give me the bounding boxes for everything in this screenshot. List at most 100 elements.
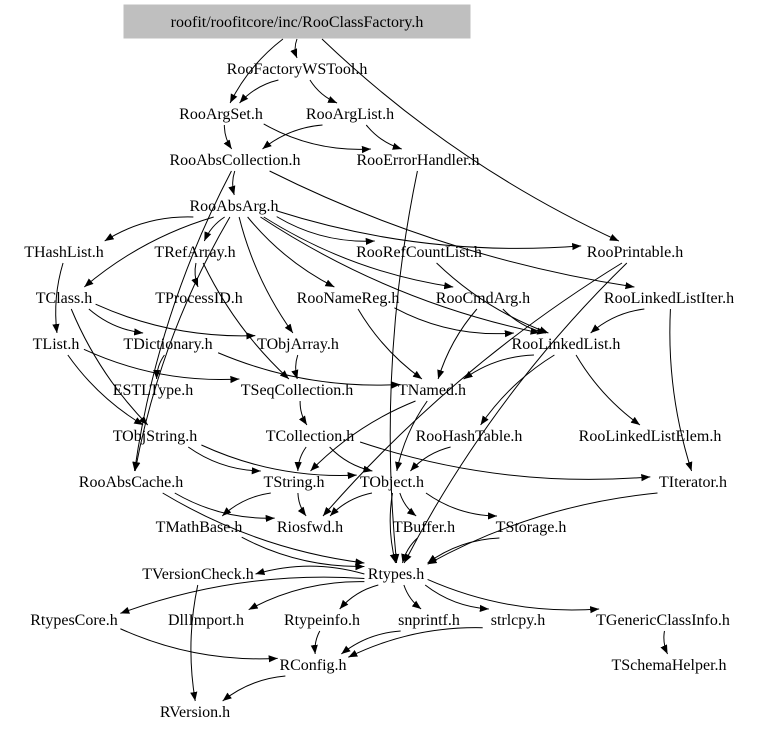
node-TMathBase[interactable]: TMathBase.h — [156, 519, 243, 536]
node-RooRefCountList[interactable]: RooRefCountList.h — [356, 244, 482, 261]
node-TCollection[interactable]: TCollection.h — [266, 428, 354, 445]
node-RooNameReg[interactable]: RooNameReg.h — [297, 290, 400, 307]
node-snprintf[interactable]: snprintf.h — [398, 612, 460, 629]
edge-snprintf-to-RConfig — [341, 630, 401, 655]
node-RooLinkedList[interactable]: RooLinkedList.h — [512, 336, 621, 353]
root-node-box — [123, 4, 471, 39]
node-Riosfwd[interactable]: Riosfwd.h — [277, 519, 343, 536]
node-label: roofit/roofitcore/inc/RooClassFactory.h — [171, 14, 424, 31]
node-Rtypeinfo[interactable]: Rtypeinfo.h — [284, 612, 360, 629]
edge-TObject-to-Riosfwd — [329, 492, 373, 517]
node-label: RooLinkedList.h — [512, 336, 621, 353]
node-RooArgSet[interactable]: RooArgSet.h — [179, 106, 263, 123]
node-label: TVersionCheck.h — [142, 566, 254, 583]
edge-Rtypeinfo-to-RConfig — [310, 630, 321, 655]
edge-RooAbsArg-to-TClass — [84, 216, 214, 288]
node-RooFactoryWSTool[interactable]: RooFactoryWSTool.h — [227, 61, 368, 78]
node-TList[interactable]: TList.h — [33, 336, 80, 353]
node-label: RooArgList.h — [306, 106, 394, 123]
edge-TVersionCheck-to-RVersion — [190, 584, 199, 702]
node-RooAbsCache[interactable]: RooAbsCache.h — [79, 474, 183, 491]
node-TRefArray[interactable]: TRefArray.h — [154, 244, 235, 261]
node-RooLinkedListIter[interactable]: RooLinkedListIter.h — [604, 290, 734, 307]
edge-RooArgSet-to-RooErrorHandler — [263, 123, 371, 154]
node-TStorage[interactable]: TStorage.h — [496, 519, 567, 536]
edge-RooLinkedList-to-TNamed — [463, 354, 534, 380]
node-label: Riosfwd.h — [277, 519, 343, 536]
node-label: TStorage.h — [496, 519, 567, 536]
node-strlcpy[interactable]: strlcpy.h — [491, 612, 546, 629]
node-RooErrorHandler[interactable]: RooErrorHandler.h — [356, 152, 479, 169]
node-label: RooNameReg.h — [297, 290, 400, 307]
edge-RooAbsCache-to-Riosfwd — [174, 492, 275, 523]
node-TObject[interactable]: TObject.h — [360, 474, 424, 491]
node-RtypesCore[interactable]: RtypesCore.h — [30, 612, 118, 629]
node-label: TSchemaHelper.h — [611, 657, 726, 674]
node-RConfig[interactable]: RConfig.h — [279, 657, 346, 674]
node-TObjString[interactable]: TObjString.h — [113, 428, 198, 445]
node-root[interactable]: roofit/roofitcore/inc/RooClassFactory.h — [123, 4, 471, 39]
edge-TObjString-to-TObject — [201, 444, 357, 480]
edge-Rtypes-to-TVersionCheck — [255, 565, 365, 575]
node-label: TObjString.h — [113, 428, 198, 445]
edge-TClass-to-TDictionary — [88, 308, 144, 336]
edge-TDictionary-to-TNamed — [217, 352, 401, 389]
node-RooLinkedListElem[interactable]: RooLinkedListElem.h — [579, 428, 722, 445]
node-TString[interactable]: TString.h — [264, 474, 325, 491]
edge-Rtypes-to-RtypesCore — [120, 576, 365, 614]
edge-RooAbsArg-to-RooNameReg — [247, 216, 335, 288]
node-label: RooPrintable.h — [587, 244, 683, 261]
node-label: TClass.h — [36, 290, 92, 307]
node-label: RooLinkedListElem.h — [579, 428, 722, 445]
node-RooPrintable[interactable]: RooPrintable.h — [587, 244, 683, 261]
edge-TDictionary-to-ESTLType — [153, 354, 165, 380]
edge-RooAbsArg-to-RooAbsCache — [133, 216, 231, 472]
node-THashList[interactable]: THashList.h — [24, 244, 104, 261]
node-TClass[interactable]: TClass.h — [36, 290, 92, 307]
node-RooAbsArg[interactable]: RooAbsArg.h — [189, 198, 278, 215]
edge-TBuffer-to-Rtypes — [401, 537, 418, 564]
edge-RooArgSet-to-RooAbsCollection — [223, 124, 233, 150]
node-TDictionary[interactable]: TDictionary.h — [123, 336, 212, 353]
node-RVersion[interactable]: RVersion.h — [160, 704, 230, 721]
node-label: RooErrorHandler.h — [356, 152, 479, 169]
edge-TObjArray-to-TSeqCollection — [291, 354, 299, 380]
node-label: strlcpy.h — [491, 612, 546, 629]
edge-RooErrorHandler-to-Rtypes — [389, 170, 418, 564]
edge-RooAbsArg-to-THashList — [104, 216, 194, 242]
node-label: RooLinkedListIter.h — [604, 290, 734, 307]
edge-Rtypes-to-DllImport — [248, 581, 365, 611]
node-label: TString.h — [264, 474, 325, 491]
edge-RooArgList-to-RooAbsCollection — [262, 124, 323, 150]
node-RooArgList[interactable]: RooArgList.h — [306, 106, 394, 123]
node-label: TNamed.h — [398, 382, 466, 399]
node-label: RooFactoryWSTool.h — [227, 61, 368, 78]
node-label: TObjArray.h — [257, 336, 339, 353]
node-label: Rtypes.h — [368, 566, 424, 583]
node-TVersionCheck[interactable]: TVersionCheck.h — [142, 566, 254, 583]
node-TProcessID[interactable]: TProcessID.h — [155, 290, 243, 307]
edge-RooAbsCache-to-Rtypes — [162, 492, 365, 566]
node-TIterator[interactable]: TIterator.h — [659, 474, 727, 491]
node-DllImport[interactable]: DllImport.h — [168, 612, 244, 629]
node-TSchemaHelper[interactable]: TSchemaHelper.h — [611, 657, 726, 674]
node-TSeqCollection[interactable]: TSeqCollection.h — [241, 382, 353, 399]
node-RooCmdArg[interactable]: RooCmdArg.h — [436, 290, 530, 307]
node-RooHashTable[interactable]: RooHashTable.h — [416, 428, 523, 445]
edge-TClass-to-TObjArray — [95, 303, 256, 340]
edge-Rtypes-to-strlcpy — [424, 584, 489, 613]
node-TGenericClassInfo[interactable]: TGenericClassInfo.h — [596, 612, 730, 629]
node-label: TList.h — [33, 336, 80, 353]
node-ESTLType[interactable]: ESTLType.h — [113, 382, 194, 399]
node-TNamed[interactable]: TNamed.h — [398, 382, 466, 399]
node-label: RooHashTable.h — [416, 428, 523, 445]
node-RooAbsCollection[interactable]: RooAbsCollection.h — [169, 152, 300, 169]
node-label: TMathBase.h — [156, 519, 243, 536]
node-TObjArray[interactable]: TObjArray.h — [257, 336, 339, 353]
edge-TObject-to-TStorage — [425, 492, 498, 520]
node-Rtypes[interactable]: Rtypes.h — [368, 566, 424, 583]
node-TBuffer[interactable]: TBuffer.h — [393, 519, 455, 536]
edge-TSeqCollection-to-TCollection — [298, 400, 308, 426]
node-label: RConfig.h — [279, 657, 346, 674]
node-label: RtypesCore.h — [30, 612, 118, 629]
